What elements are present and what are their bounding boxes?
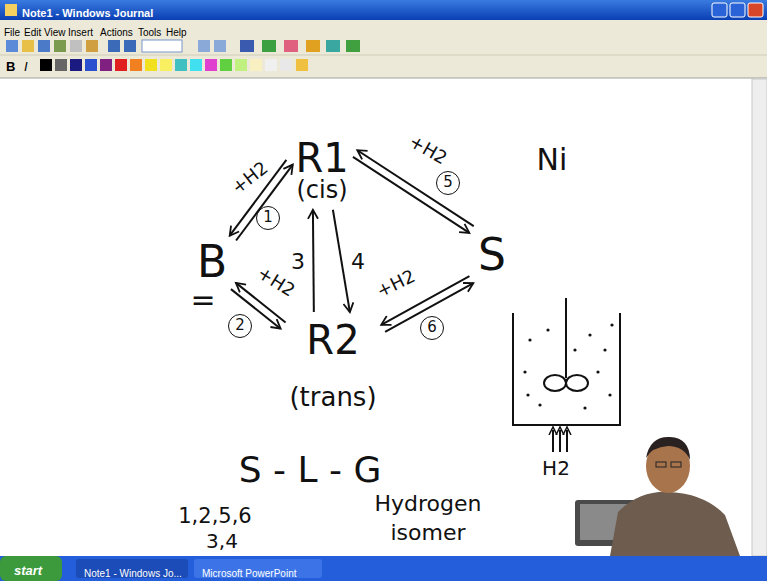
label-box: isomer xyxy=(390,520,465,545)
label-box: Note1 - Windows Jo... xyxy=(84,563,182,581)
double-bond-mark: = xyxy=(190,282,215,317)
edge-label-box: 3 xyxy=(291,249,305,274)
label-box: Note1 - Windows Journal xyxy=(22,3,153,21)
toolbar-divider xyxy=(0,55,767,56)
reactor-sketch xyxy=(513,298,620,452)
label-box: 3,4 xyxy=(206,530,238,553)
label-box: 2 xyxy=(228,314,252,338)
maximize-button xyxy=(730,3,745,17)
callout-number: 5 xyxy=(443,174,453,191)
label-box: 1 xyxy=(256,206,280,230)
app-icon xyxy=(5,4,17,16)
isomerization-arrow xyxy=(333,210,350,312)
callout-number: 1 xyxy=(263,209,273,226)
edge-label-box: 4 xyxy=(351,249,365,274)
start-button xyxy=(0,556,62,581)
toolbar-icons xyxy=(6,40,360,52)
catalyst-dots xyxy=(523,323,613,409)
reagent-label: +H2 xyxy=(406,130,451,168)
menu-item: Tools xyxy=(138,27,161,38)
step-list: 3,4 xyxy=(206,529,238,553)
menu-item: Insert xyxy=(68,27,93,38)
edge-label-box: +H2 xyxy=(405,131,450,169)
menu-item: Help xyxy=(166,27,187,38)
callout-number: 6 xyxy=(427,319,437,336)
isomerization-arrow xyxy=(312,210,315,312)
species-symbol: B xyxy=(197,237,227,288)
window-title: Note1 - Windows Journal xyxy=(22,7,153,19)
callout-number: 2 xyxy=(235,317,245,334)
species-node: R2 (trans) xyxy=(285,315,380,415)
species-symbol: S xyxy=(478,230,506,281)
species-symbol: R1 xyxy=(295,135,348,181)
isomer-note: (cis) xyxy=(296,177,347,205)
gas-feed-label: H2 xyxy=(542,456,570,480)
species-node: S xyxy=(474,228,510,283)
edge-label-box: +H2 xyxy=(228,158,272,199)
taskbar-item: Microsoft PowerPoint xyxy=(202,568,296,579)
species-node: R1(cis) xyxy=(291,133,352,207)
label-box: Microsoft PowerPoint xyxy=(202,563,296,581)
taskbar-item: Note1 - Windows Jo... xyxy=(84,568,182,579)
menu-item: Edit xyxy=(24,27,41,38)
reaction-arrow xyxy=(333,210,350,312)
label-box: Actions xyxy=(100,22,133,40)
menu-item: Actions xyxy=(100,27,133,38)
label-box: 1,2,5,6 xyxy=(178,504,251,528)
label-box: Tools xyxy=(138,22,161,40)
step-list: 1,2,5,6 xyxy=(178,504,251,528)
italic-button: I xyxy=(24,59,28,74)
step-number: 4 xyxy=(351,249,365,274)
scrollbar xyxy=(752,79,767,556)
species-symbol: R2 xyxy=(306,317,359,363)
step-type-note: isomer xyxy=(390,520,465,545)
reaction-arrow xyxy=(353,150,474,233)
reagent-label: +H2 xyxy=(227,157,272,198)
menu-item: View xyxy=(44,27,66,38)
minimize-button xyxy=(712,3,727,17)
label-box: 5 xyxy=(436,171,460,195)
reagent-label: +H2 xyxy=(373,265,418,301)
lecturer-photo xyxy=(575,437,740,556)
label-box: Help xyxy=(166,22,187,40)
label-box: I xyxy=(24,57,28,75)
label-box: S - L - G xyxy=(239,449,382,490)
reaction-arrow xyxy=(312,210,314,312)
label-box: = xyxy=(190,283,215,318)
taskbar-button xyxy=(76,559,188,578)
label-box: B xyxy=(6,57,15,75)
forward-arrow xyxy=(353,157,469,233)
edge-label-box: +H2 xyxy=(373,266,418,302)
taskbar-button xyxy=(194,559,322,578)
close-button xyxy=(748,3,763,17)
species-node: B xyxy=(193,235,231,290)
label-box: Edit xyxy=(24,22,41,40)
toolbar xyxy=(0,36,767,78)
catalyst-label: Ni xyxy=(537,142,568,177)
phase-note: S - L - G xyxy=(239,449,382,490)
reverse-arrow xyxy=(357,150,473,226)
isomer-note: (trans) xyxy=(289,383,376,413)
title-bar xyxy=(0,0,767,20)
start-label: start xyxy=(14,563,42,578)
label-box: 6 xyxy=(420,316,444,340)
step-type-note: Hydrogen xyxy=(375,491,482,516)
color-palette xyxy=(40,59,308,71)
label-box: H2 xyxy=(542,457,570,480)
step-number: 3 xyxy=(291,249,305,274)
bold-button: B xyxy=(6,59,15,74)
label-box: View xyxy=(44,22,66,40)
label-box: Ni xyxy=(537,143,568,178)
menu-item: File xyxy=(4,27,20,38)
taskbar xyxy=(0,556,767,581)
label-box: File xyxy=(4,22,20,40)
label-box: Hydrogen xyxy=(375,491,482,516)
label-box: start xyxy=(14,561,42,579)
canvas-edge xyxy=(0,78,767,79)
label-box: Insert xyxy=(68,22,93,40)
